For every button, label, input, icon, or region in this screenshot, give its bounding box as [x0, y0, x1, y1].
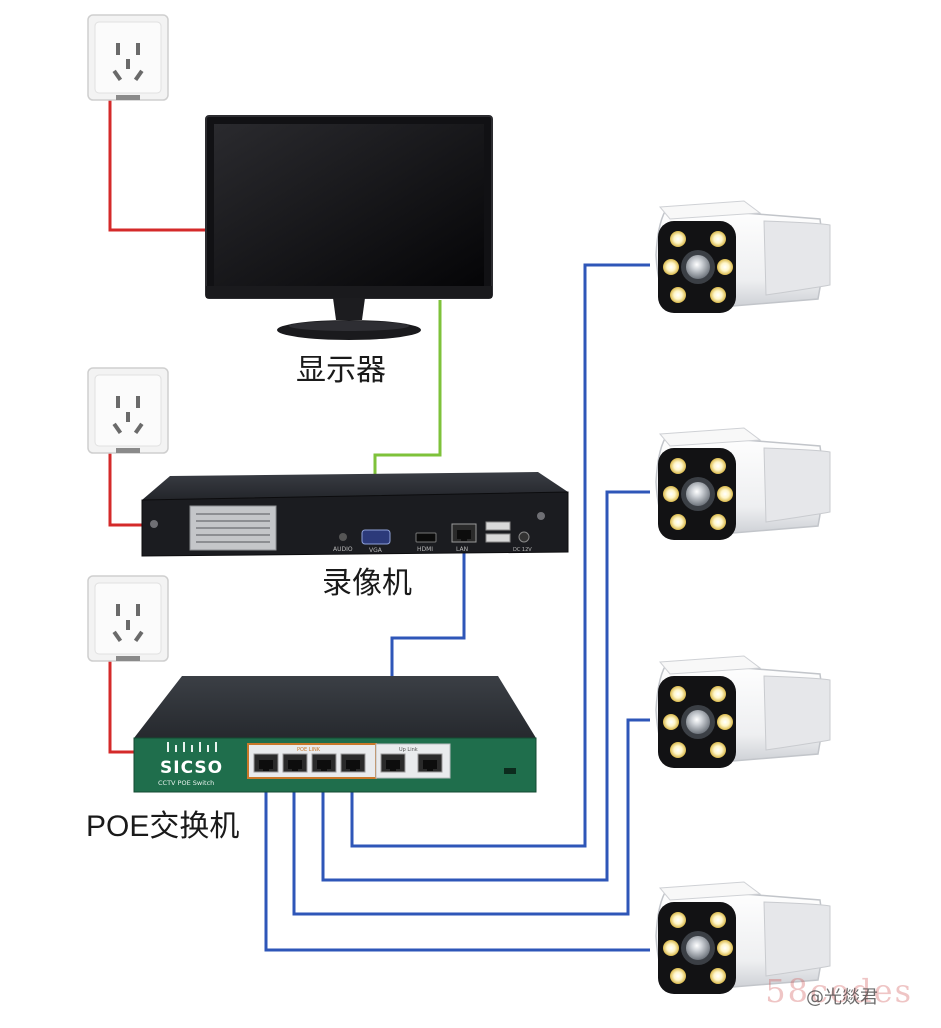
network-cables	[264, 263, 650, 952]
watermark-site: 58codes	[765, 972, 913, 1010]
camera-4-cable	[264, 772, 650, 952]
watermark-author: @光燚君	[806, 987, 878, 1008]
power-cable-switch	[108, 660, 136, 754]
ip-camera-3	[655, 655, 831, 769]
poe-group-label: POE LINK	[297, 747, 321, 753]
wall-socket-3	[87, 575, 169, 662]
nvr-port-label-power: DC 12V	[513, 547, 532, 553]
camera-1-cable	[350, 263, 650, 848]
poe-port-4	[340, 753, 366, 773]
camera-3-cable	[292, 718, 650, 916]
switch-logo-bars-icon	[167, 742, 217, 752]
nvr-port-label-vga: VGA	[369, 547, 383, 554]
poe-port-2	[282, 753, 308, 773]
dc-power-jack	[518, 531, 530, 543]
ip-camera-2	[655, 427, 831, 541]
poe-switch-label: POE交换机	[86, 810, 240, 843]
monitor	[205, 115, 493, 340]
nvr-label: 录像机	[322, 566, 412, 601]
monitor-label: 显示器	[296, 353, 386, 388]
wall-socket-1	[87, 14, 169, 101]
uplink-port-1	[380, 753, 406, 773]
poe-port-1	[253, 753, 279, 773]
nvr-recorder: AUDIO VGA HDMI LAN DC 12V	[141, 472, 569, 557]
switch-brand: SICSO	[160, 758, 223, 778]
power-cable-nvr	[108, 450, 150, 527]
uplink-group-label: Up Link	[399, 747, 418, 753]
ip-camera-1	[655, 200, 831, 314]
usb-port-1	[485, 521, 511, 531]
vga-port	[361, 529, 391, 545]
nvr-port-label-hdmi: HDMI	[417, 546, 433, 553]
switch-status-leds	[504, 768, 516, 774]
nvr-port-label-lan: LAN	[456, 546, 468, 553]
camera-2-cable	[321, 490, 650, 882]
hdmi-port	[415, 532, 437, 543]
nvr-port-label-audio: AUDIO	[333, 546, 353, 553]
wall-socket-2	[87, 367, 169, 454]
nvr-lan-port	[451, 523, 477, 543]
poe-switch: SICSO CCTV POE Switch POE LINK Up Link	[133, 676, 537, 793]
power-cables	[108, 100, 210, 754]
usb-port-2	[485, 533, 511, 543]
power-cable-monitor	[108, 100, 210, 232]
poe-port-3	[311, 753, 337, 773]
switch-model: CCTV POE Switch	[158, 779, 214, 787]
uplink-port-2	[417, 753, 443, 773]
